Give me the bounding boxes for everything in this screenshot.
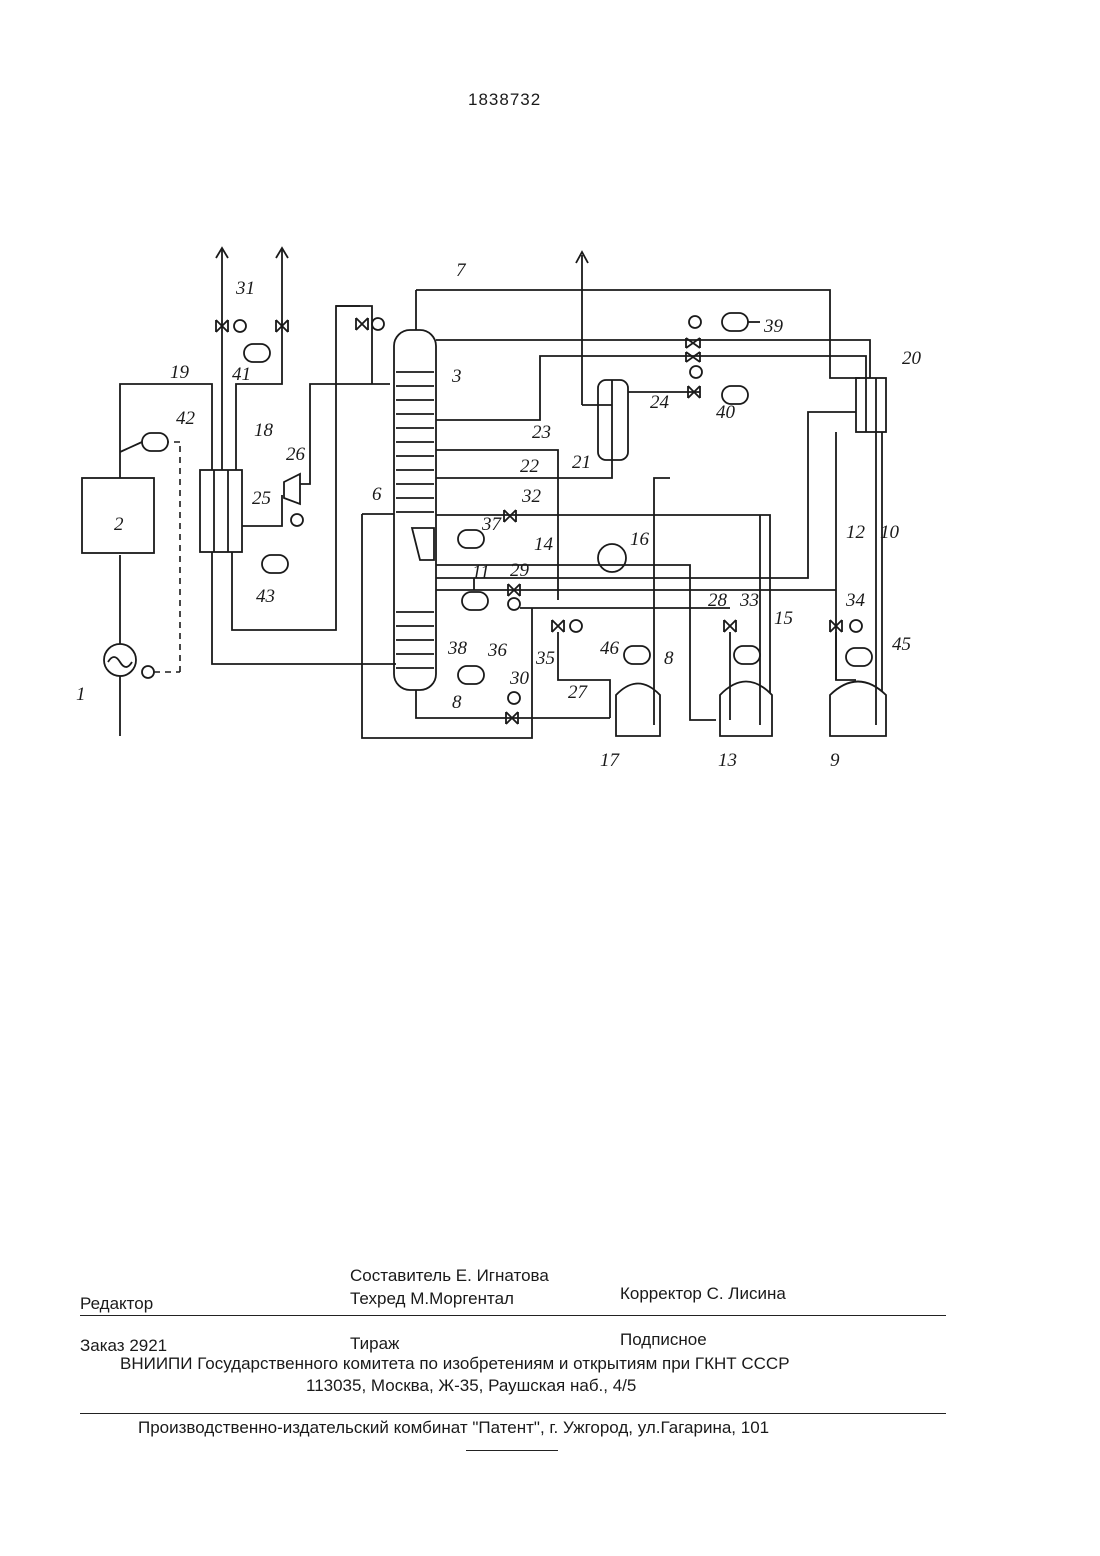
label-32: 32 [521,486,542,507]
controller-46 [624,646,650,664]
label-7: 7 [456,260,467,281]
address: 113035, Москва, Ж-35, Раушская наб., 4/5 [306,1376,636,1396]
label-43: 43 [256,586,275,607]
label-6: 6 [372,484,382,505]
label-8a: 8 [452,692,462,713]
condenser-21 [598,380,628,460]
controller-43 [262,555,288,573]
label-19: 19 [170,362,190,383]
controller-42 [142,433,168,451]
corrector: Корректор С. Лисина [620,1284,786,1304]
compressor [104,442,180,736]
label-37: 37 [481,514,503,535]
label-18: 18 [254,420,274,441]
label-42: 42 [176,408,196,429]
label-30: 30 [509,668,530,689]
label-1: 1 [76,684,86,705]
editor-label: Редактор [80,1294,153,1314]
controller-36 [458,666,484,684]
label-8b: 8 [664,648,674,669]
label-36: 36 [487,640,508,661]
label-25: 25 [252,488,271,509]
label-31: 31 [235,278,255,299]
pump-16 [598,544,626,572]
rule-short [466,1450,558,1451]
diagram-labels: 1 2 3 6 7 8 8 9 10 11 12 13 14 15 16 17 … [76,260,922,771]
circulation: Тираж [350,1334,399,1354]
heat-exchanger-18 [200,470,242,552]
label-40: 40 [716,402,736,423]
expander-26 [284,474,300,504]
label-29: 29 [510,560,530,581]
organization: ВНИИПИ Государственного комитета по изоб… [120,1354,790,1374]
label-13: 13 [718,750,737,771]
controller-33 [734,646,760,664]
label-33: 33 [739,590,759,611]
heat-exchanger-20 [856,378,886,432]
label-16: 16 [630,529,650,550]
rule-bottom [80,1413,946,1414]
label-9: 9 [830,750,840,771]
controller-39 [722,313,748,331]
label-20: 20 [902,348,922,369]
label-10: 10 [880,522,900,543]
tank-13 [720,682,772,737]
order: Заказ 2921 [80,1336,167,1356]
column-3 [394,330,436,690]
techred: Техред М.Моргентал [350,1289,514,1309]
label-11: 11 [472,562,490,583]
label-35: 35 [535,648,555,669]
label-41: 41 [232,364,251,385]
controller-45 [846,648,872,666]
rule-top [80,1315,946,1316]
label-15: 15 [774,608,793,629]
controller-38 [462,592,488,610]
controller-41 [244,344,270,362]
compiler: Составитель Е. Игнатова [350,1266,549,1286]
label-27: 27 [568,682,589,703]
label-21: 21 [572,452,591,473]
label-45: 45 [892,634,911,655]
process-scheme-diagram: 1 2 3 6 7 8 8 9 10 11 12 13 14 15 16 17 … [0,0,1100,800]
label-46: 46 [600,638,620,659]
label-17: 17 [600,750,621,771]
label-3: 3 [451,366,462,387]
label-28: 28 [708,590,728,611]
controller-37 [458,530,484,548]
label-34: 34 [845,590,866,611]
label-24: 24 [650,392,670,413]
label-38: 38 [447,638,468,659]
tank-9 [830,682,886,737]
printer: Производственно-издательский комбинат "П… [138,1418,769,1438]
label-2: 2 [114,514,124,535]
label-39: 39 [763,316,784,337]
label-14: 14 [534,534,554,555]
label-23: 23 [532,422,551,443]
label-26: 26 [286,444,306,465]
subscription: Подписное [620,1330,707,1350]
label-12: 12 [846,522,866,543]
label-22: 22 [520,456,540,477]
